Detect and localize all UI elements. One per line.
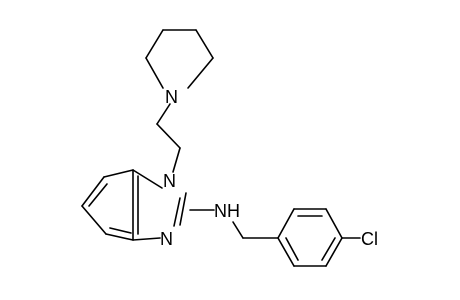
bonds xyxy=(81,29,361,267)
atom-label-amine-nh: NH xyxy=(214,201,240,221)
bond xyxy=(156,123,181,149)
ethyl-linker xyxy=(156,103,181,173)
bond xyxy=(109,227,132,234)
bond xyxy=(325,237,343,267)
bond xyxy=(285,237,299,261)
bond xyxy=(277,237,295,267)
bond xyxy=(172,147,181,173)
bond xyxy=(132,237,161,241)
bond xyxy=(81,176,105,207)
atom-label-benzimidazole-n3: N xyxy=(160,229,173,249)
bond xyxy=(232,221,244,239)
bond xyxy=(325,208,343,239)
bond xyxy=(132,169,163,189)
bond xyxy=(88,183,108,207)
bond xyxy=(105,233,134,241)
bond xyxy=(145,57,164,89)
benzene-ring xyxy=(81,169,163,241)
atom-label-piperidine-n: N xyxy=(165,87,178,107)
atom-label-benzimidazole-n1: N xyxy=(163,171,176,191)
bond xyxy=(81,205,107,235)
atom-labels: N N N NH Cl xyxy=(160,87,378,249)
bond xyxy=(173,197,181,227)
bond xyxy=(156,103,171,125)
imidazole-ring xyxy=(132,192,187,241)
atom-label-chlorine: Cl xyxy=(361,229,378,249)
piperidine-ring xyxy=(145,29,214,89)
bond xyxy=(187,57,214,89)
bond xyxy=(145,29,164,59)
bond xyxy=(277,208,295,239)
chlorophenyl-ring xyxy=(277,208,343,267)
bond xyxy=(103,169,134,178)
bond xyxy=(179,192,187,226)
bond xyxy=(195,29,214,59)
bond xyxy=(321,237,336,261)
